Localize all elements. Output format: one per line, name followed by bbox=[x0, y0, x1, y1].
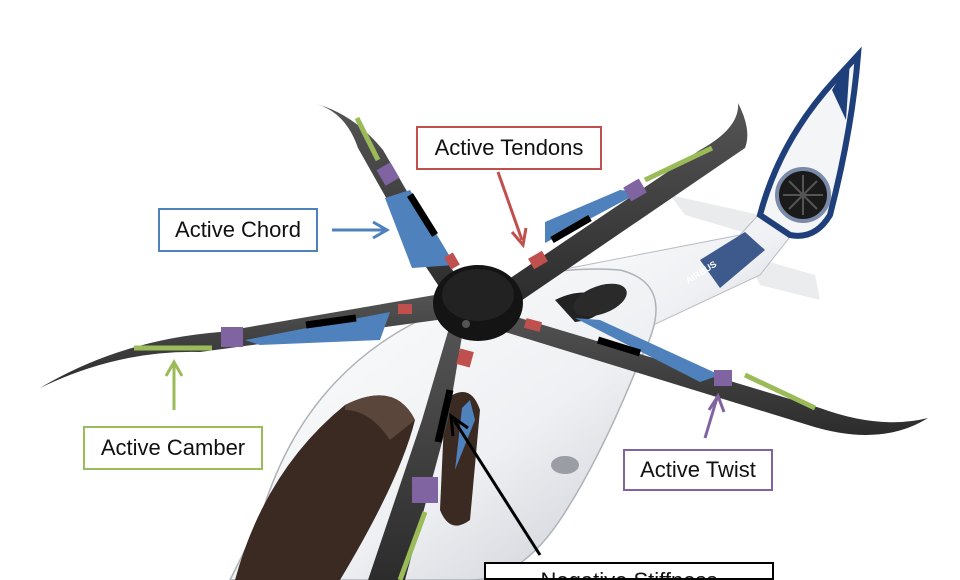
label-active-tendons: Active Tendons bbox=[416, 126, 602, 170]
blade-down bbox=[368, 318, 465, 580]
label-negative-stiffness: Negative Stiffness bbox=[484, 562, 774, 580]
active-camber-segments bbox=[134, 116, 817, 580]
label-active-twist: Active Twist bbox=[623, 449, 773, 491]
tail-fin bbox=[756, 46, 862, 239]
arrow-twist bbox=[703, 392, 726, 439]
active-twist-segments bbox=[221, 162, 732, 503]
arrow-tendons bbox=[496, 171, 528, 249]
arrow-camber bbox=[164, 358, 184, 410]
callout-arrows bbox=[164, 171, 726, 556]
arrow-chord bbox=[332, 220, 391, 240]
blade-upper-right bbox=[500, 103, 748, 305]
active-tendon-markers bbox=[398, 250, 548, 368]
label-active-camber: Active Camber bbox=[83, 426, 263, 470]
arrow-negative-stiffness bbox=[449, 412, 542, 556]
rotor-hub bbox=[433, 265, 523, 341]
negative-stiffness-bars bbox=[305, 193, 642, 443]
label-active-chord: Active Chord bbox=[158, 208, 318, 252]
blade-right-lower bbox=[500, 308, 928, 435]
